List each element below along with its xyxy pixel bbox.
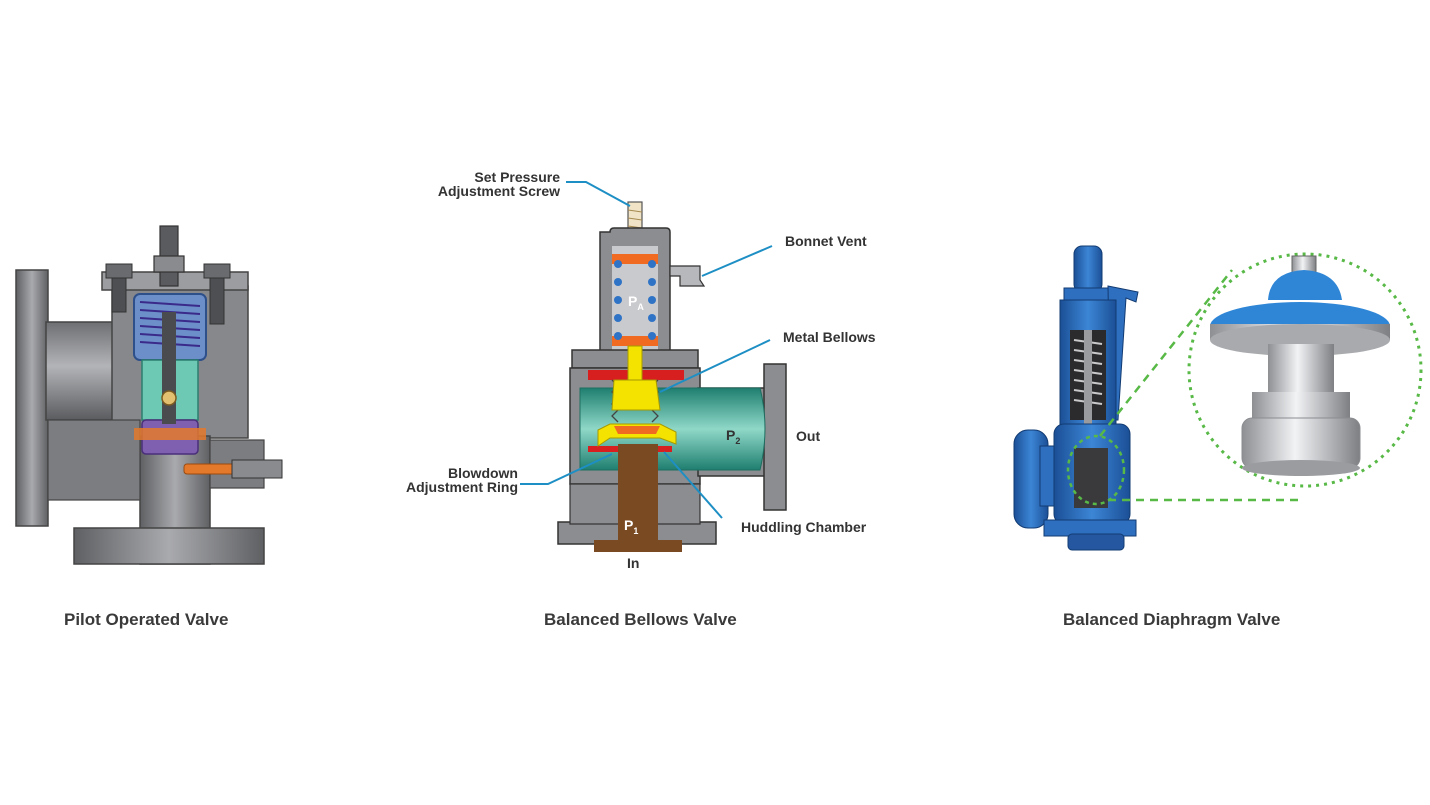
balanced-bellows-valve-caption: Balanced Bellows Valve [544, 610, 737, 629]
outlet-label: Out [796, 428, 820, 444]
bonnet-pressure-label: PA [628, 293, 644, 312]
inlet-label: In [627, 555, 639, 571]
p2-main: P [726, 427, 735, 443]
pa-main: P [628, 293, 637, 309]
bonnet-vent-label: Bonnet Vent [785, 233, 867, 249]
metal-bellows-label: Metal Bellows [783, 329, 876, 345]
p1-main: P [624, 517, 633, 533]
balanced-diaphragm-valve-illustration [1013, 245, 1423, 551]
p1-sub: 1 [633, 526, 638, 536]
adjustment-screw-label: Adjustment Screw [438, 183, 560, 199]
adjustment-ring-label: Adjustment Ring [406, 479, 518, 495]
pilot-operated-valve-illustration [15, 225, 283, 565]
set-pressure-label: Set Pressure [474, 169, 560, 185]
huddling-chamber-label: Huddling Chamber [741, 519, 867, 535]
inlet-pressure-label: P1 [624, 517, 638, 536]
callout-leader-lines [520, 181, 773, 519]
outlet-pressure-label: P2 [726, 427, 740, 446]
balanced-bellows-valve-diagram: PA P2 P1 Set Pressure Adjustment Screw B… [406, 169, 876, 571]
pilot-operated-valve-caption: Pilot Operated Valve [64, 610, 229, 629]
pa-sub: A [637, 302, 644, 312]
p2-sub: 2 [735, 436, 740, 446]
blowdown-label: Blowdown [448, 465, 518, 481]
balanced-diaphragm-valve-caption: Balanced Diaphragm Valve [1063, 610, 1281, 629]
